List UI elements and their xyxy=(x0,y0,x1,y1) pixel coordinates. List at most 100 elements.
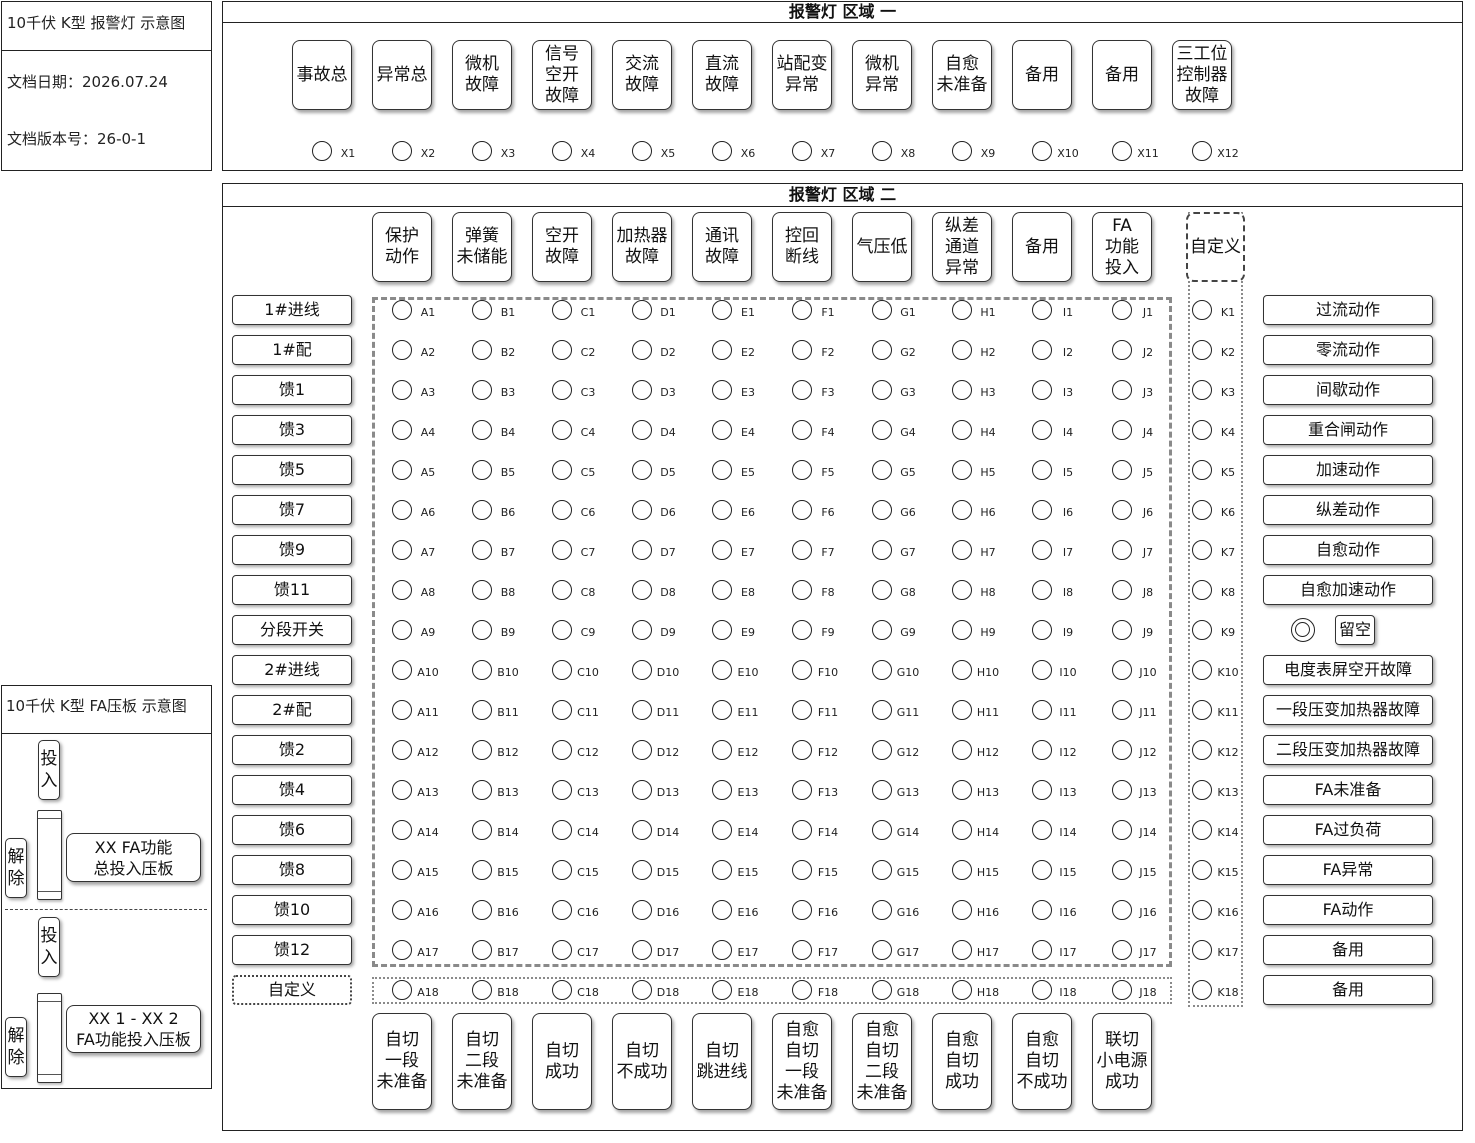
indicator-i7[interactable] xyxy=(1032,540,1052,560)
indicator-k7[interactable] xyxy=(1192,540,1212,560)
indicator-e7[interactable] xyxy=(712,540,732,560)
indicator-c17[interactable] xyxy=(552,940,572,960)
indicator-j17[interactable] xyxy=(1112,940,1132,960)
indicator-e4[interactable] xyxy=(712,420,732,440)
indicator-c10[interactable] xyxy=(552,660,572,680)
indicator-j12[interactable] xyxy=(1112,740,1132,760)
indicator-g2[interactable] xyxy=(872,340,892,360)
fa-plate-2-release-button[interactable]: 解 除 xyxy=(5,1017,27,1077)
indicator-d8[interactable] xyxy=(632,580,652,600)
indicator-g14[interactable] xyxy=(872,820,892,840)
indicator-e6[interactable] xyxy=(712,500,732,520)
fa-plate-2-engage-button[interactable]: 投 入 xyxy=(38,917,60,977)
function-label-2[interactable]: 零流动作 xyxy=(1263,335,1433,365)
indicator-e5[interactable] xyxy=(712,460,732,480)
indicator-j11[interactable] xyxy=(1112,700,1132,720)
column-header-2[interactable]: 弹簧 未储能 xyxy=(452,212,512,282)
indicator-g17[interactable] xyxy=(872,940,892,960)
indicator-f14[interactable] xyxy=(792,820,812,840)
indicator-f18[interactable] xyxy=(792,980,812,1000)
indicator-h15[interactable] xyxy=(952,860,972,880)
indicator-d14[interactable] xyxy=(632,820,652,840)
indicator-h8[interactable] xyxy=(952,580,972,600)
indicator-b7[interactable] xyxy=(472,540,492,560)
function-label-10[interactable]: 电度表屏空开故障 xyxy=(1263,655,1433,685)
column-header-5[interactable]: 通讯 故障 xyxy=(692,212,752,282)
indicator-f10[interactable] xyxy=(792,660,812,680)
region1-indicator-x12[interactable] xyxy=(1192,141,1212,161)
indicator-h13[interactable] xyxy=(952,780,972,800)
indicator-k13[interactable] xyxy=(1192,780,1212,800)
indicator-j2[interactable] xyxy=(1112,340,1132,360)
function-label-4[interactable]: 重合闸动作 xyxy=(1263,415,1433,445)
function-label-13[interactable]: FA未准备 xyxy=(1263,775,1433,805)
function-label-6[interactable]: 纵差动作 xyxy=(1263,495,1433,525)
row-label-17[interactable]: 馈12 xyxy=(232,935,352,965)
indicator-k2[interactable] xyxy=(1192,340,1212,360)
indicator-h3[interactable] xyxy=(952,380,972,400)
indicator-d13[interactable] xyxy=(632,780,652,800)
indicator-k10[interactable] xyxy=(1192,660,1212,680)
indicator-e14[interactable] xyxy=(712,820,732,840)
indicator-c6[interactable] xyxy=(552,500,572,520)
indicator-j4[interactable] xyxy=(1112,420,1132,440)
indicator-h1[interactable] xyxy=(952,300,972,320)
indicator-h4[interactable] xyxy=(952,420,972,440)
region1-alarm-button-2[interactable]: 异常总 xyxy=(372,40,432,110)
indicator-d17[interactable] xyxy=(632,940,652,960)
indicator-j14[interactable] xyxy=(1112,820,1132,840)
indicator-d1[interactable] xyxy=(632,300,652,320)
row-label-5[interactable]: 馈5 xyxy=(232,455,352,485)
indicator-c12[interactable] xyxy=(552,740,572,760)
indicator-h17[interactable] xyxy=(952,940,972,960)
indicator-c18[interactable] xyxy=(552,980,572,1000)
row-label-8[interactable]: 馈11 xyxy=(232,575,352,605)
function-label-17[interactable]: 备用 xyxy=(1263,935,1433,965)
indicator-k17[interactable] xyxy=(1192,940,1212,960)
indicator-f2[interactable] xyxy=(792,340,812,360)
indicator-h18[interactable] xyxy=(952,980,972,1000)
indicator-i8[interactable] xyxy=(1032,580,1052,600)
indicator-k14[interactable] xyxy=(1192,820,1212,840)
indicator-g1[interactable] xyxy=(872,300,892,320)
indicator-i9[interactable] xyxy=(1032,620,1052,640)
indicator-k6[interactable] xyxy=(1192,500,1212,520)
indicator-e11[interactable] xyxy=(712,700,732,720)
region1-alarm-button-1[interactable]: 事故总 xyxy=(292,40,352,110)
column-header-10[interactable]: FA 功能 投入 xyxy=(1092,212,1152,282)
bottom-alarm-button-5[interactable]: 自切 跳进线 xyxy=(692,1013,752,1110)
indicator-b4[interactable] xyxy=(472,420,492,440)
region1-alarm-button-3[interactable]: 微机 故障 xyxy=(452,40,512,110)
indicator-b5[interactable] xyxy=(472,460,492,480)
region1-indicator-x3[interactable] xyxy=(472,141,492,161)
indicator-f15[interactable] xyxy=(792,860,812,880)
indicator-a18[interactable] xyxy=(392,980,412,1000)
row-label-16[interactable]: 馈10 xyxy=(232,895,352,925)
function-label-18[interactable]: 备用 xyxy=(1263,975,1433,1005)
indicator-e3[interactable] xyxy=(712,380,732,400)
indicator-i14[interactable] xyxy=(1032,820,1052,840)
indicator-b10[interactable] xyxy=(472,660,492,680)
indicator-c16[interactable] xyxy=(552,900,572,920)
bottom-alarm-button-1[interactable]: 自切 一段 未准备 xyxy=(372,1013,432,1110)
indicator-j6[interactable] xyxy=(1112,500,1132,520)
row-label-12[interactable]: 馈2 xyxy=(232,735,352,765)
function-label-1[interactable]: 过流动作 xyxy=(1263,295,1433,325)
fa-plate-1-name[interactable]: XX FA功能 总投入压板 xyxy=(66,833,201,882)
indicator-d6[interactable] xyxy=(632,500,652,520)
indicator-f8[interactable] xyxy=(792,580,812,600)
indicator-i3[interactable] xyxy=(1032,380,1052,400)
row-label-18[interactable]: 自定义 xyxy=(232,975,352,1005)
region1-alarm-button-12[interactable]: 三工位 控制器 故障 xyxy=(1172,40,1232,110)
indicator-e16[interactable] xyxy=(712,900,732,920)
indicator-i18[interactable] xyxy=(1032,980,1052,1000)
indicator-i10[interactable] xyxy=(1032,660,1052,680)
row-label-11[interactable]: 2#配 xyxy=(232,695,352,725)
indicator-g3[interactable] xyxy=(872,380,892,400)
indicator-i1[interactable] xyxy=(1032,300,1052,320)
indicator-e12[interactable] xyxy=(712,740,732,760)
function-label-7[interactable]: 自愈动作 xyxy=(1263,535,1433,565)
indicator-k16[interactable] xyxy=(1192,900,1212,920)
bottom-alarm-button-8[interactable]: 自愈 自切 成功 xyxy=(932,1013,992,1110)
indicator-a17[interactable] xyxy=(392,940,412,960)
